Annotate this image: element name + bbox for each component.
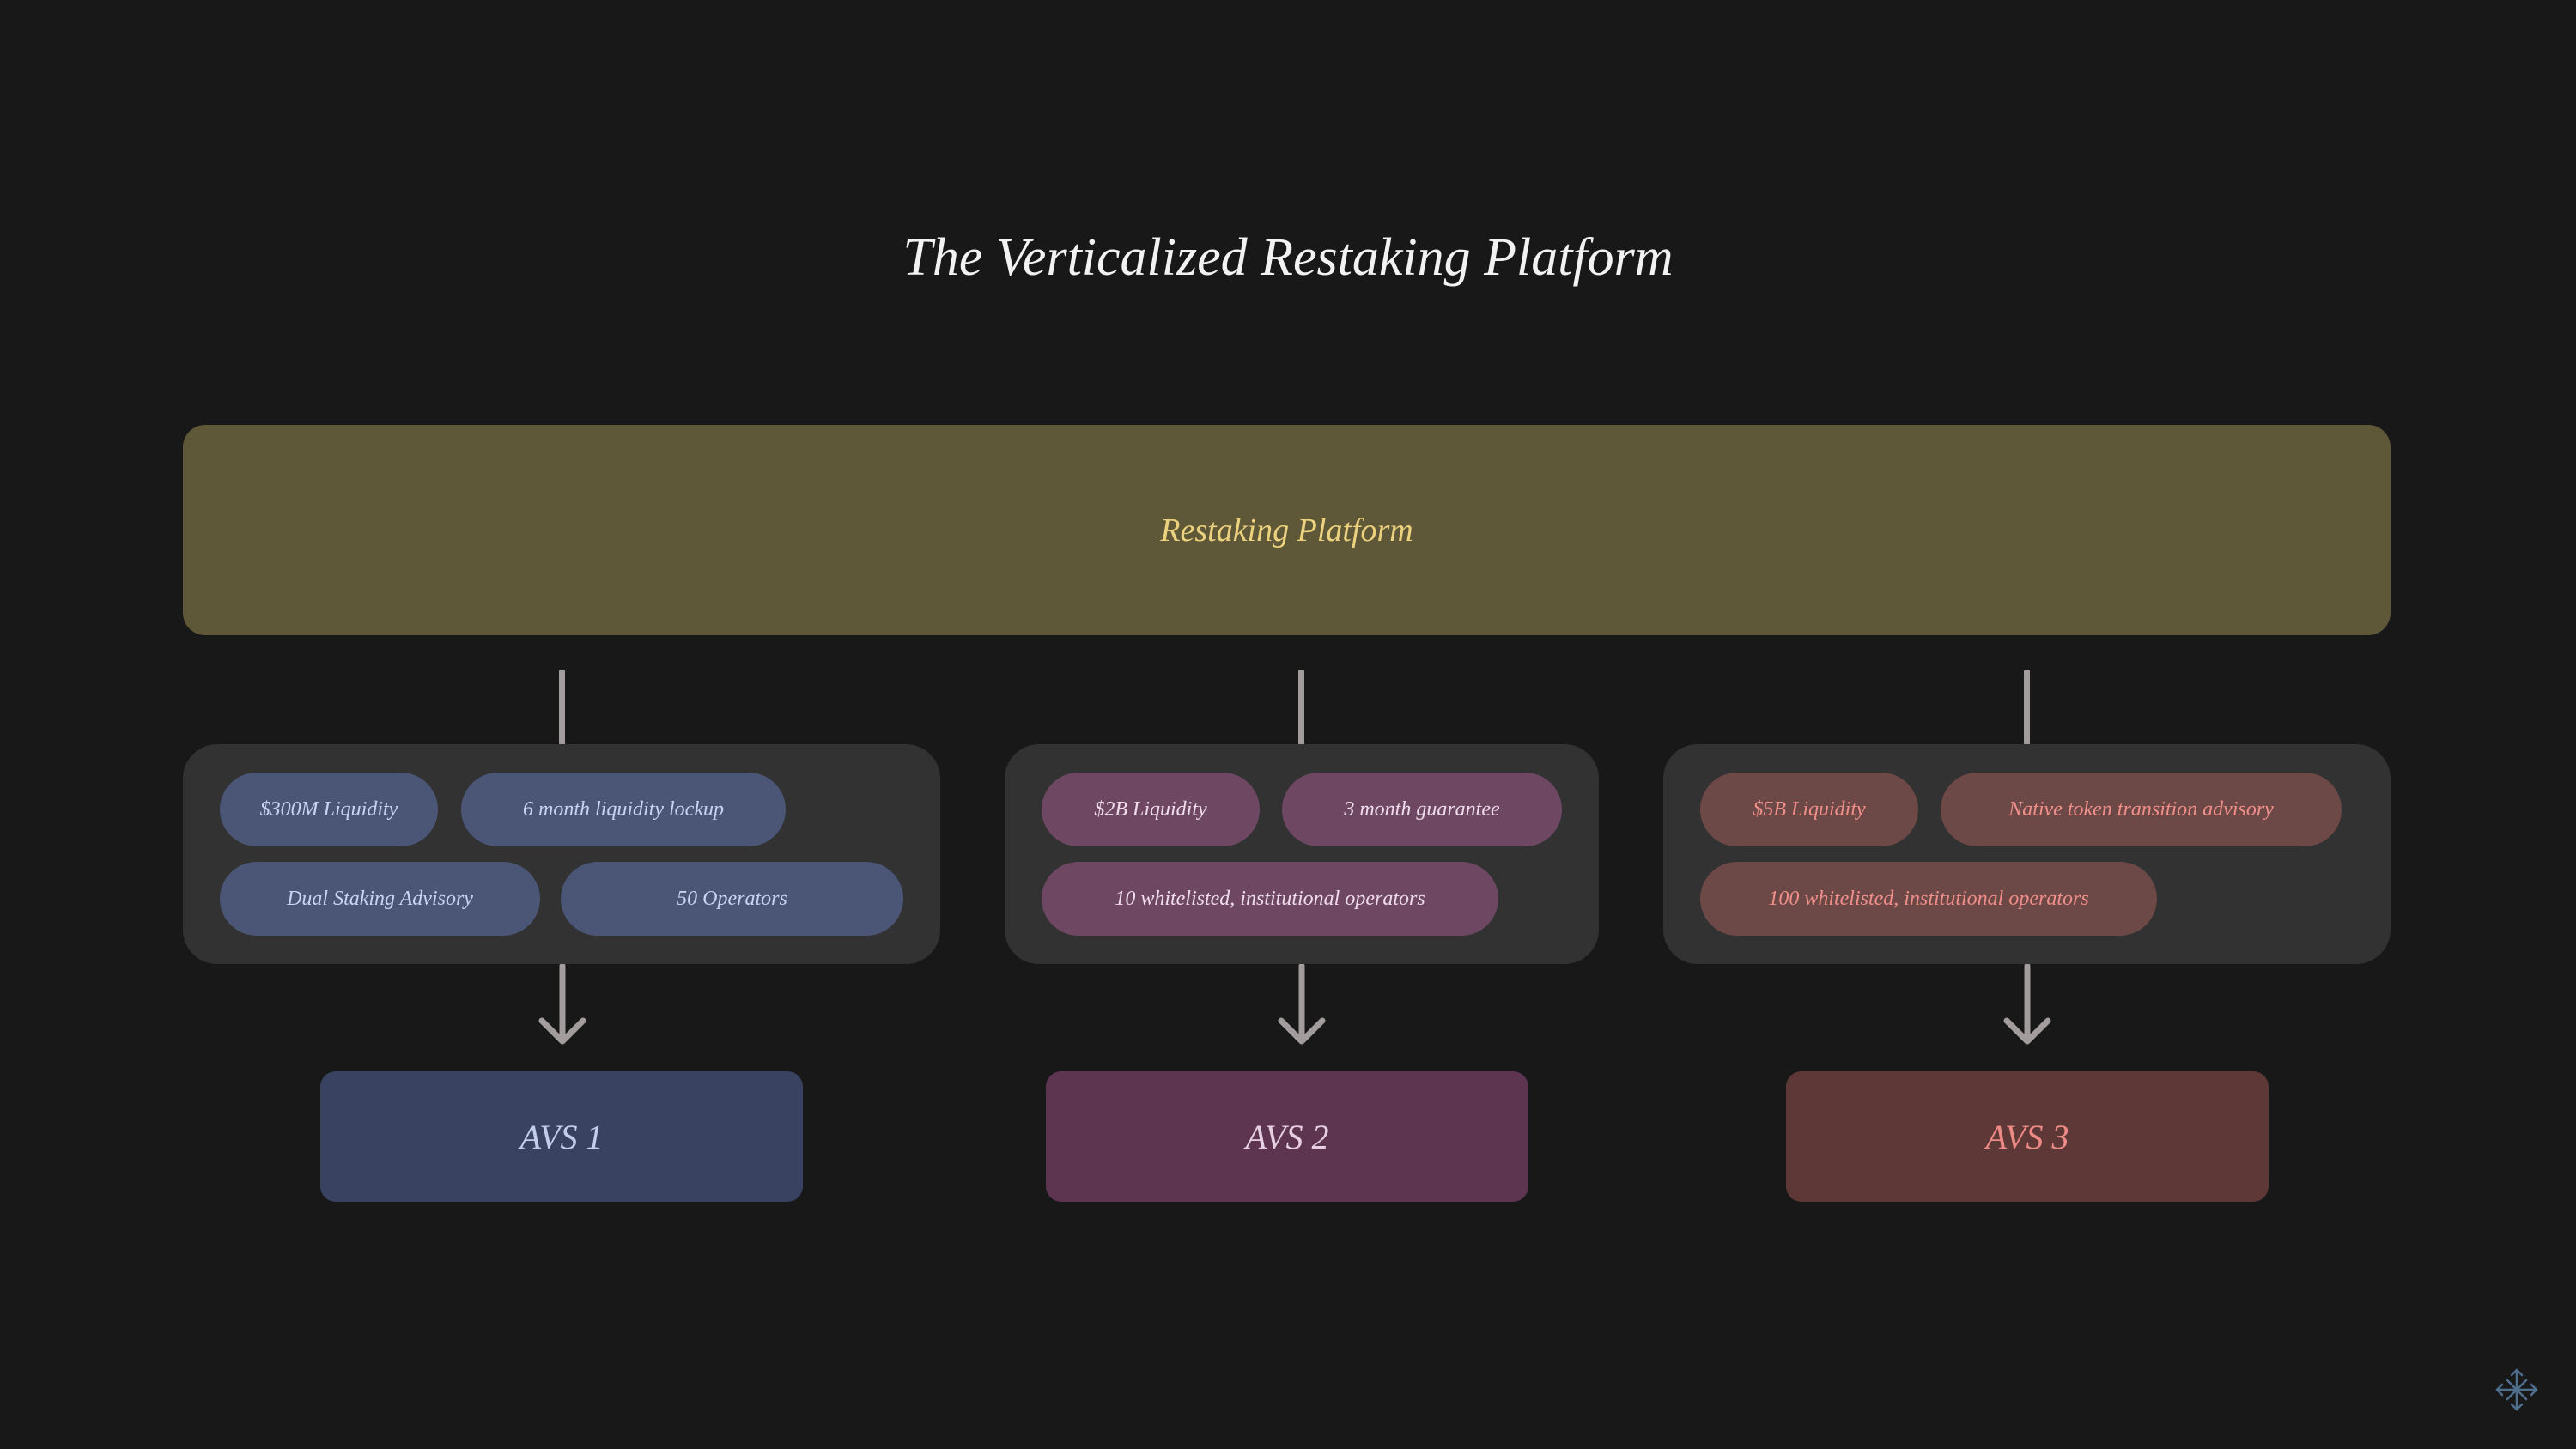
connector-line-2	[1298, 670, 1304, 745]
feature-pill: 100 whitelisted, institutional operators	[1700, 862, 2157, 936]
feature-pill: 6 month liquidity lockup	[461, 773, 786, 846]
avs-2-feature-group: $2B Liquidity 3 month guarantee 10 white…	[1005, 744, 1599, 964]
page-title: The Verticalized Restaking Platform	[902, 228, 1674, 287]
feature-pill: 3 month guarantee	[1282, 773, 1562, 846]
down-arrow-icon	[537, 964, 588, 1046]
avs-2-box: AVS 2	[1046, 1071, 1528, 1202]
avs-3-box: AVS 3	[1786, 1071, 2269, 1202]
avs-2-label: AVS 2	[1245, 1117, 1329, 1156]
expand-arrows-icon[interactable]	[2492, 1365, 2542, 1415]
avs-1-feature-group: $300M Liquidity 6 month liquidity lockup…	[183, 744, 940, 964]
feature-pill: Native token transition advisory	[1941, 773, 2342, 846]
avs-3-feature-group: $5B Liquidity Native token transition ad…	[1663, 744, 2391, 964]
down-arrow-icon	[2002, 964, 2053, 1046]
feature-pill: Dual Staking Advisory	[220, 862, 540, 936]
down-arrow-icon	[1276, 964, 1327, 1046]
avs-1-box: AVS 1	[320, 1071, 803, 1202]
feature-pill: $300M Liquidity	[220, 773, 438, 846]
connector-line-3	[2024, 670, 2030, 745]
feature-pill: 50 Operators	[561, 862, 903, 936]
feature-pill: $2B Liquidity	[1042, 773, 1260, 846]
connector-line-1	[559, 670, 565, 745]
feature-pill: $5B Liquidity	[1700, 773, 1918, 846]
feature-pill: 10 whitelisted, institutional operators	[1042, 862, 1498, 936]
avs-1-label: AVS 1	[519, 1117, 604, 1156]
restaking-platform-box: Restaking Platform	[183, 425, 2391, 635]
restaking-platform-label: Restaking Platform	[1160, 512, 1413, 549]
avs-3-label: AVS 3	[1985, 1117, 2069, 1156]
